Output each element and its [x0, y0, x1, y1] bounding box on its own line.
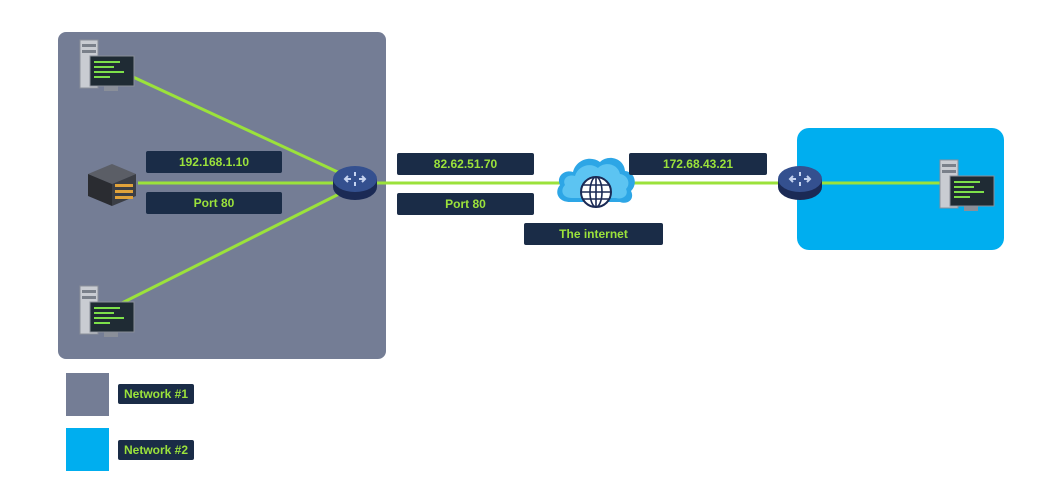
cloud-globe-icon	[557, 157, 635, 208]
link-pc-bottom-router	[117, 184, 356, 307]
server-icon	[88, 164, 136, 206]
computer-icon	[79, 285, 135, 337]
wan-port-label: Port 80	[397, 193, 534, 215]
wan-ip-label: 82.62.51.70	[397, 153, 534, 175]
network1-port-label: Port 80	[146, 192, 282, 214]
link-pc-top-router	[117, 68, 356, 182]
internet-label: The internet	[524, 223, 663, 245]
legend-label-network-1: Network #1	[118, 384, 195, 404]
network1-ip-label: 192.168.1.10	[146, 151, 282, 173]
computer-icon	[939, 159, 995, 211]
legend-label-network-2: Network #2	[118, 440, 195, 460]
network2-ip-label: 172.68.43.21	[629, 153, 767, 175]
computer-icon	[79, 39, 135, 91]
router-icon	[333, 166, 377, 200]
legend-swatch-network-2	[66, 428, 109, 471]
legend-swatch-network-1	[66, 373, 109, 416]
router-icon	[778, 166, 822, 200]
